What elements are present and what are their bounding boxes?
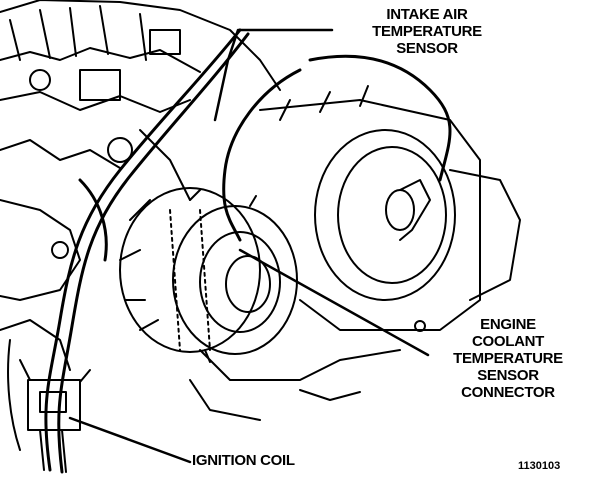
engine-block-outline: [0, 0, 281, 371]
figure-id: 1130103: [518, 460, 561, 472]
ac-compressor: [259, 85, 521, 332]
label-line: SENSOR: [477, 367, 539, 384]
lower-bracket: [189, 349, 401, 421]
label-line: ENGINE: [480, 316, 536, 333]
ignition-coil-drawing: [7, 339, 91, 473]
label-line: CONNECTOR: [461, 384, 555, 401]
label-line: INTAKE AIR: [386, 6, 468, 23]
leader-intake-air-temperature-sensor: [213, 28, 334, 122]
label-line: TEMPERATURE: [453, 350, 563, 367]
wiring-harness: [44, 28, 452, 474]
label-line: SENSOR: [396, 40, 458, 57]
leader-ignition-coil: [68, 416, 192, 464]
label-intake-air-temperature-sensor: INTAKE AIR TEMPERATURE SENSOR: [332, 6, 522, 57]
label-engine-coolant-temperature-sensor-connector: ENGINE COOLANT TEMPERATURE SENSOR CONNEC…: [428, 316, 588, 401]
label-ignition-coil: IGNITION COIL: [192, 452, 295, 469]
leader-lines: [68, 28, 430, 464]
leader-engine-coolant-temperature-sensor: [238, 248, 430, 357]
label-line: TEMPERATURE: [372, 23, 482, 40]
label-line: COOLANT: [471, 333, 545, 350]
alternator: [119, 187, 298, 363]
